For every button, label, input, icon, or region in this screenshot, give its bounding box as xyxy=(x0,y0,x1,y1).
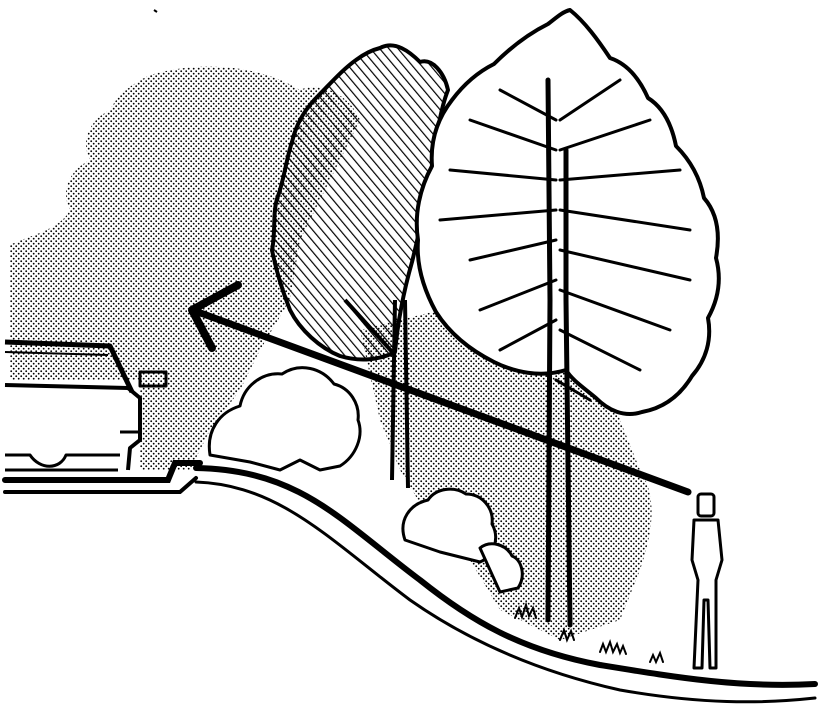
standing-person xyxy=(692,494,722,668)
ink-speck xyxy=(154,10,157,12)
